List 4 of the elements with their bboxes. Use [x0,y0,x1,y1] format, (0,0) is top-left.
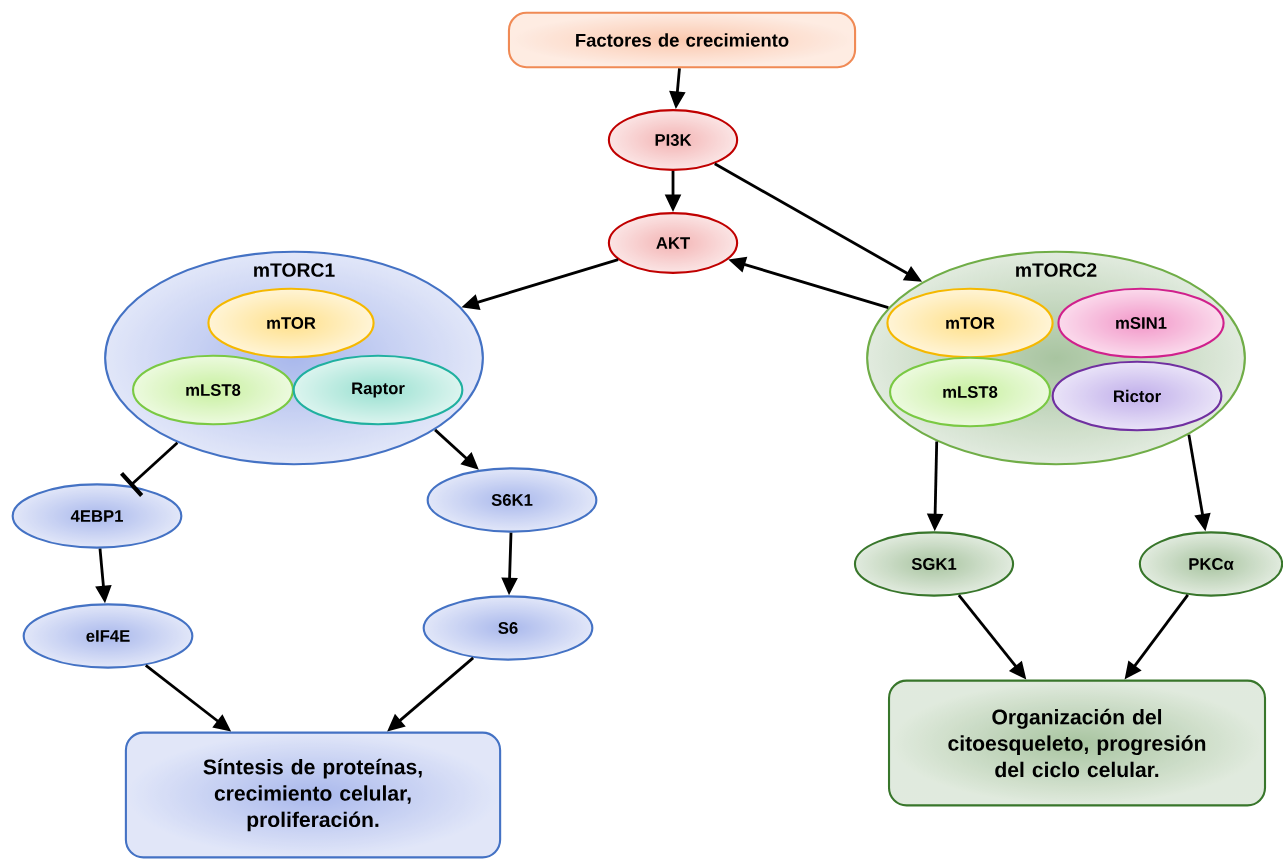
outcome-box: Organización del citoesqueleto, progresión del ciclo celular. [887,679,1267,807]
inhibition-line [120,441,179,497]
outcome-box: Síntesis de proteínas, crecimiento celular, proliferación. [124,731,502,859]
process-box: Factores de crecimiento [507,11,857,69]
